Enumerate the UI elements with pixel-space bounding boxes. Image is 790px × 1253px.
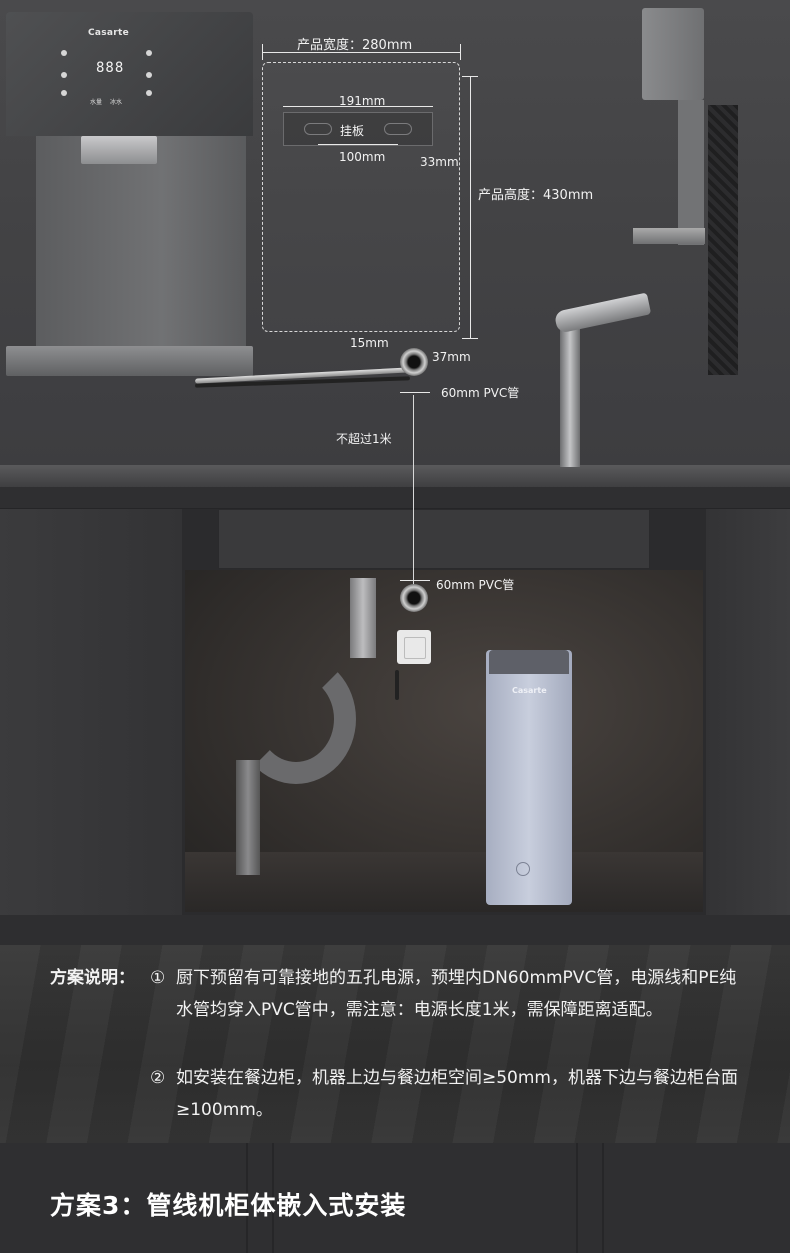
pipe-right-offset-label: 37mm <box>432 350 471 364</box>
note-text: 厨下预留有可靠接地的五孔电源，预埋内DN60mmPVC管，电源线和PE纯水管均穿… <box>176 968 737 1020</box>
panel-divider <box>576 1143 578 1253</box>
hole-spacing-label: 100mm <box>339 150 386 164</box>
side-view-dispenser-body <box>678 100 704 245</box>
cold-water-icon <box>61 90 67 96</box>
pipe-left-offset-label: 15mm <box>350 336 389 350</box>
upper-pvc-pipe-opening <box>400 348 428 376</box>
hot-water-icon <box>61 50 67 56</box>
plate-width-line <box>283 106 433 107</box>
warm-water-icon <box>61 72 67 78</box>
faucet <box>560 312 580 467</box>
sink-drain-pipe <box>350 578 376 658</box>
dispense-icon <box>146 90 152 96</box>
dispenser-control-panel <box>6 12 253 136</box>
mounting-hole <box>384 123 412 135</box>
water-dispenser: Casarte 888 水量 冰水 <box>6 12 253 384</box>
panel-divider <box>272 1143 274 1253</box>
power-socket <box>397 630 431 664</box>
plate-label: 挂板 <box>340 124 365 138</box>
hole-spacing-line <box>318 144 398 145</box>
height-dimension-tick <box>462 76 478 77</box>
lower-pvc-diameter-line <box>400 580 430 581</box>
note-number: ① <box>150 968 166 988</box>
upper-pvc-label: 60mm PVC管 <box>441 386 520 400</box>
dispenser-nozzle <box>81 136 157 164</box>
note-label: 方案说明： <box>50 968 135 988</box>
dispenser-display: 888 <box>96 60 125 76</box>
note-text: 如安装在餐边柜，机器上边与餐边柜空间≥50mm，机器下边与餐边柜台面≥100mm… <box>176 1068 738 1120</box>
section-title: 方案3：管线机柜体嵌入式安装 <box>50 1191 407 1220</box>
cabinet-base <box>0 915 790 949</box>
dispenser-body <box>36 136 246 364</box>
width-dimension-tick <box>460 44 461 60</box>
dispenser-drip-tray <box>6 346 253 376</box>
product-outline <box>262 62 460 332</box>
pvc-diameter-line <box>400 392 430 393</box>
cabinet-floor <box>185 852 703 912</box>
plate-width-label: 191mm <box>339 94 386 108</box>
mounting-plate <box>283 112 433 146</box>
lower-pvc-label: 60mm PVC管 <box>436 578 515 592</box>
side-view-wall <box>708 105 738 375</box>
cord-length-limit-label: 不超过1米 <box>336 432 392 446</box>
dispenser-brand-logo: Casarte <box>88 28 130 38</box>
side-view-drip-tray <box>633 228 705 244</box>
socket-cable <box>395 670 399 700</box>
panel-divider <box>246 1143 248 1253</box>
product-width-label: 产品宽度：280mm <box>297 38 413 53</box>
purifier-badge-icon <box>516 862 530 876</box>
countertop-edge <box>0 487 790 509</box>
lock-icon <box>146 50 152 56</box>
cabinet-right-panel <box>706 509 790 919</box>
height-dimension-line <box>470 76 471 338</box>
lower-pvc-pipe-opening <box>400 584 428 612</box>
plate-offset-label: 33mm <box>420 155 459 169</box>
product-height-label: 产品高度：430mm <box>478 188 594 203</box>
width-dimension-line <box>262 52 460 53</box>
cabinet-left-panel <box>0 509 182 919</box>
bottom-band <box>0 1143 790 1253</box>
mounting-hole <box>304 123 332 135</box>
height-dimension-tick <box>462 338 478 339</box>
note-item: ① 厨下预留有可靠接地的五孔电源，预埋内DN60mmPVC管，电源线和PE纯水管… <box>150 962 750 1026</box>
floor <box>0 945 790 1145</box>
drain-hose-outlet <box>236 760 260 875</box>
note-number: ② <box>150 1068 166 1088</box>
countertop <box>0 465 790 487</box>
purifier-top-cap <box>489 650 569 674</box>
note-item: ② 如安装在餐边柜，机器上边与餐边柜空间≥50mm，机器下边与餐边柜台面≥100… <box>150 1062 750 1126</box>
ice-water-button-label: 冰水 <box>110 99 123 106</box>
cabinet-drawer <box>218 509 650 569</box>
panel-divider <box>602 1143 604 1253</box>
width-dimension-tick <box>262 44 263 60</box>
purifier-brand-logo: Casarte <box>512 686 547 695</box>
temperature-icon <box>146 72 152 78</box>
water-purifier <box>486 650 572 905</box>
side-view-dispenser-top <box>642 8 704 100</box>
cord-path-line <box>413 395 414 585</box>
volume-button-label: 水量 <box>90 99 103 106</box>
